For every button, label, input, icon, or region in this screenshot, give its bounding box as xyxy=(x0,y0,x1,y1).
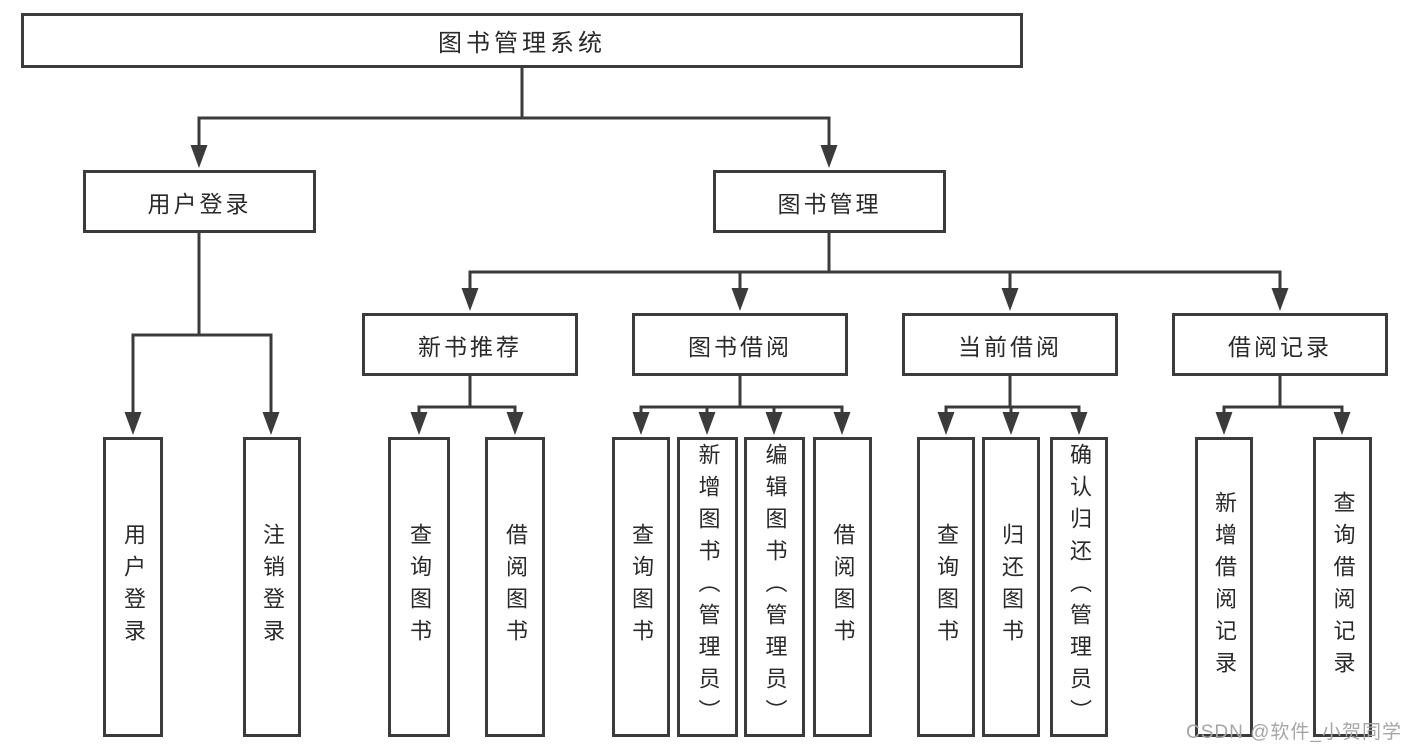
node-book-management-system: 图书管理系统 xyxy=(21,13,1023,68)
node-user-login: 用户登录 xyxy=(83,170,316,233)
leaf-records-add-record: 新增借阅记录 xyxy=(1195,437,1253,737)
leaf-label: 查询图书 xyxy=(629,523,654,651)
leaf-label: 用户登录 xyxy=(121,523,146,651)
leaf-label: 归还图书 xyxy=(999,523,1024,651)
node-new-book-recommend: 新书推荐 xyxy=(362,313,578,376)
leaf-borrow-edit-books-admin: 编辑图书（管理员） xyxy=(744,437,805,737)
leaf-newrec-borrow-books: 借阅图书 xyxy=(485,437,545,737)
leaf-label: 新增图书（管理员） xyxy=(695,443,721,731)
node-book-management: 图书管理 xyxy=(713,170,946,233)
leaf-current-confirm-return-admin: 确认归还（管理员） xyxy=(1050,437,1108,737)
leaf-logout: 注销登录 xyxy=(243,437,301,737)
leaf-label: 注销登录 xyxy=(260,523,285,651)
node-current-borrowing: 当前借阅 xyxy=(902,313,1118,376)
leaf-label: 借阅图书 xyxy=(830,523,856,651)
leaf-borrow-query-books: 查询图书 xyxy=(612,437,670,737)
leaf-borrow-borrow-books: 借阅图书 xyxy=(813,437,872,737)
leaf-borrow-add-books-admin: 新增图书（管理员） xyxy=(677,437,738,737)
leaf-user-login: 用户登录 xyxy=(103,437,163,737)
leaf-current-return-books: 归还图书 xyxy=(982,437,1040,737)
leaf-label: 编辑图书（管理员） xyxy=(762,443,788,731)
leaf-label: 查询借阅记录 xyxy=(1330,491,1356,683)
leaf-newrec-query-books: 查询图书 xyxy=(388,437,450,737)
leaf-records-query-record: 查询借阅记录 xyxy=(1313,437,1372,737)
csdn-watermark: CSDN @软件_小贺同学 xyxy=(1186,722,1402,743)
connector-arrowheads xyxy=(124,145,1351,435)
leaf-label: 新增借阅记录 xyxy=(1212,491,1237,683)
leaf-label: 查询图书 xyxy=(934,523,959,651)
leaf-label: 借阅图书 xyxy=(503,523,528,651)
node-borrowing-records: 借阅记录 xyxy=(1172,313,1388,376)
node-book-borrowing: 图书借阅 xyxy=(632,313,848,376)
leaf-current-query-books: 查询图书 xyxy=(917,437,975,737)
leaf-label: 查询图书 xyxy=(407,523,432,651)
leaf-label: 确认归还（管理员） xyxy=(1067,443,1092,731)
